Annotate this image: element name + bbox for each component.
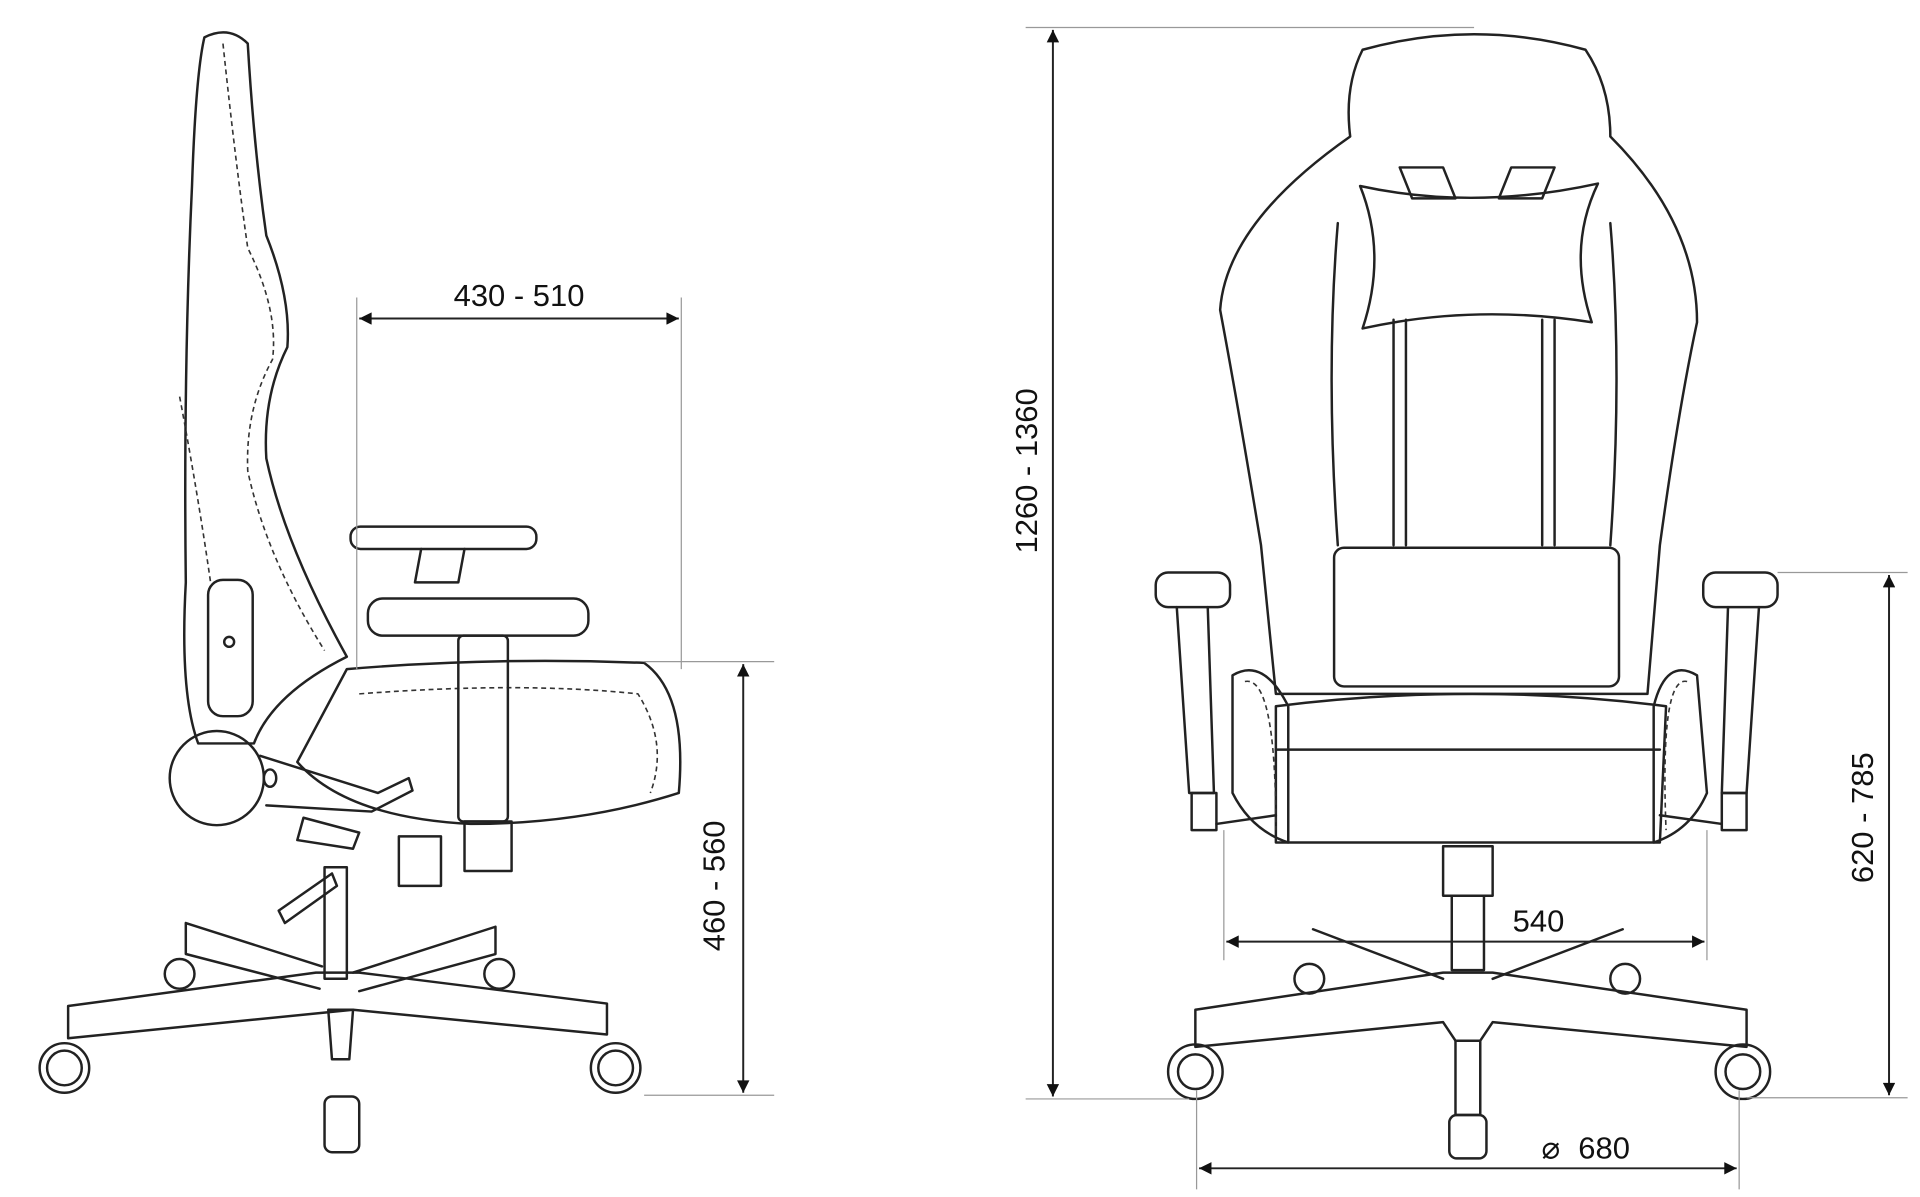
dimension-seat-height: 460 - 560 bbox=[644, 661, 775, 1096]
dimension-overall-height: 1260 - 1360 bbox=[1009, 26, 1475, 1100]
dimension-seat-width: 540 bbox=[1223, 830, 1708, 961]
dimension-base-diameter: ⌀ 680 bbox=[1195, 1090, 1740, 1190]
seat-height-label: 460 - 560 bbox=[697, 820, 732, 951]
dimension-seat-depth: 430 - 510 bbox=[356, 278, 682, 670]
dimension-armrest-height: 620 - 785 bbox=[1746, 571, 1908, 1099]
base-diameter-label: 680 bbox=[1578, 1130, 1630, 1165]
armrest-height-label: 620 - 785 bbox=[1845, 752, 1880, 883]
diameter-symbol: ⌀ bbox=[1542, 1130, 1561, 1165]
front-view-chair bbox=[1154, 33, 1779, 1160]
side-view-chair bbox=[38, 31, 682, 1154]
seat-depth-label: 430 - 510 bbox=[454, 278, 585, 313]
overall-height-label: 1260 - 1360 bbox=[1009, 388, 1044, 553]
seat-width-label: 540 bbox=[1513, 904, 1565, 939]
